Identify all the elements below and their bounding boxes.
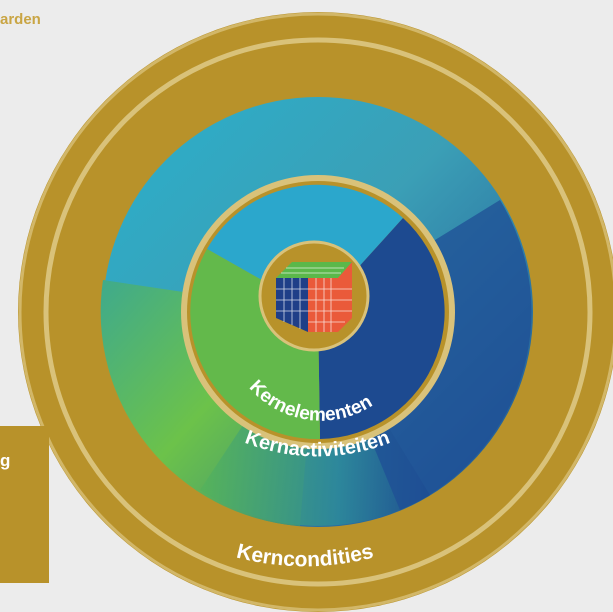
rubiks-cube-icon	[276, 262, 352, 332]
side-callout-box	[0, 426, 49, 583]
header-label: arden	[0, 11, 41, 28]
inner-segment-right	[318, 218, 445, 439]
outer-ring-edge	[18, 12, 613, 612]
outer-ring-inner-border	[43, 37, 593, 587]
callout-connector	[40, 428, 60, 438]
side-callout-label: g	[0, 451, 11, 470]
